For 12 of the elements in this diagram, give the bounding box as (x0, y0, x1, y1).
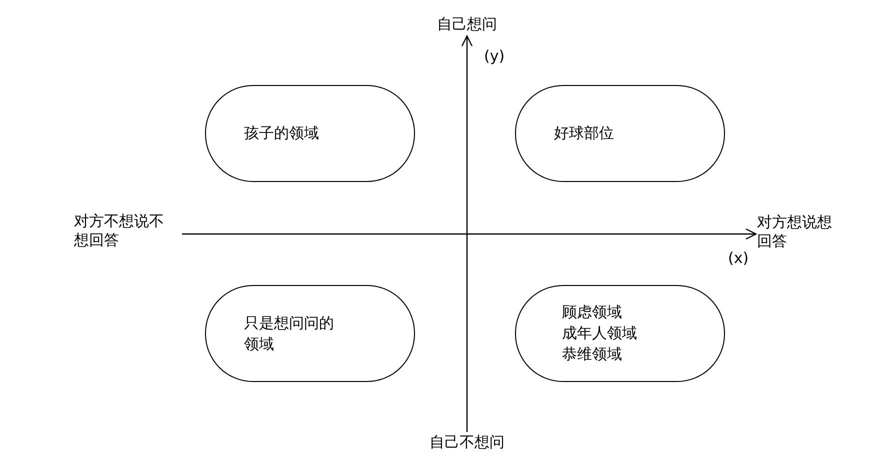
box-text: 恭维领域 (562, 344, 623, 365)
axis-label: (y) (484, 47, 505, 66)
axis-label: (x) (728, 249, 749, 268)
box-text: 好球部位 (554, 123, 615, 144)
axis-label: 对方不想说不想回答 (74, 212, 165, 250)
axis-label: 自己想问 (437, 15, 497, 34)
box-text: 顾虑领域 (562, 302, 623, 323)
axis-label: 自己不想问 (430, 433, 504, 452)
axis-label: 对方想说想回答 (757, 213, 833, 251)
box-text: 孩子的领域 (244, 123, 320, 144)
box-text: 只是想问问的领域 (244, 312, 335, 354)
box-text: 成年人领域 (562, 323, 638, 344)
